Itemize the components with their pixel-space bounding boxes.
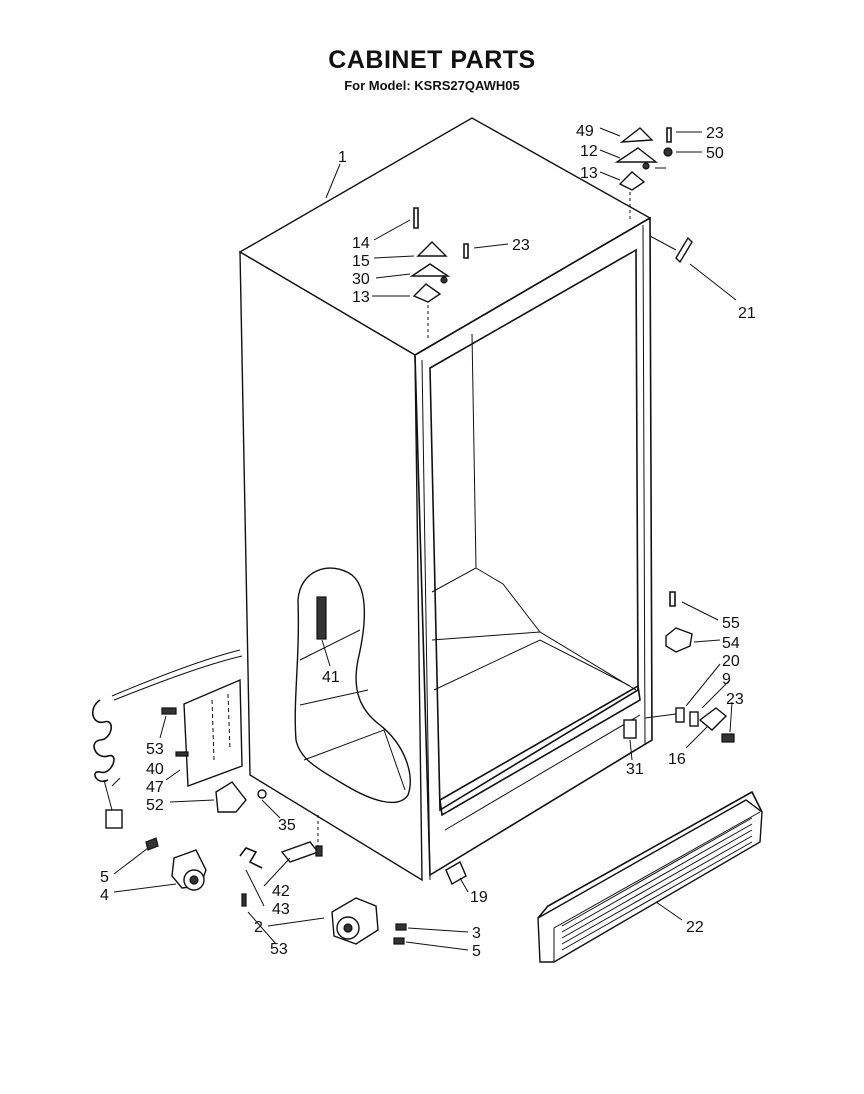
part-21	[675, 236, 693, 264]
callout: 50	[706, 145, 724, 162]
callout: 16	[668, 751, 686, 768]
callout: 40	[146, 761, 164, 778]
model-subtitle: For Model: KSRS27QAWH05	[344, 78, 520, 93]
callout: 4	[100, 887, 109, 904]
callout: 1	[338, 149, 347, 166]
leveling-parts	[239, 815, 323, 907]
callout: 53	[270, 941, 288, 958]
callout: 12	[580, 143, 598, 160]
grille-slots	[561, 817, 753, 951]
callout: 5	[472, 943, 481, 960]
callout: 15	[352, 253, 370, 270]
power-cord	[92, 649, 243, 829]
cabinet-front-frame	[414, 216, 653, 877]
callout: 30	[352, 271, 370, 288]
callout: 23	[706, 125, 724, 142]
callout: 13	[352, 289, 370, 306]
callout-numbers: 1 49 23 12 50 13 14 23 15 30 13 21 41 55…	[100, 123, 756, 960]
callout: 43	[272, 901, 290, 918]
callout: 20	[722, 653, 740, 670]
part-31	[623, 719, 637, 739]
top-center-hinge	[409, 207, 469, 338]
callout: 21	[738, 305, 756, 322]
callout: 49	[576, 123, 594, 140]
callout: 3	[472, 925, 481, 942]
callout: 53	[146, 741, 164, 758]
callout: 31	[626, 761, 644, 778]
callout: 54	[722, 635, 740, 652]
callout: 52	[146, 797, 164, 814]
left-roller	[145, 837, 207, 891]
cabinet-opening	[429, 248, 639, 812]
callout: 42	[272, 883, 290, 900]
rear-bracket	[161, 678, 243, 787]
part-19	[445, 861, 467, 885]
diagram-title: CABINET PARTS	[328, 46, 536, 74]
callout: 47	[146, 779, 164, 796]
cabinet	[238, 117, 653, 882]
callout: 14	[352, 235, 370, 252]
part-52	[215, 781, 247, 813]
callout: 19	[470, 889, 488, 906]
right-roller	[331, 897, 407, 945]
part-35	[257, 789, 267, 799]
callout: 9	[722, 671, 731, 688]
callout: 35	[278, 817, 296, 834]
callout: 2	[254, 919, 263, 936]
callout: 5	[100, 869, 109, 886]
callout: 55	[722, 615, 740, 632]
bottom-right-hinge	[623, 591, 735, 743]
callout: 13	[580, 165, 598, 182]
callout: 41	[322, 669, 340, 686]
leader-lines	[111, 127, 737, 951]
top-right-hinge	[614, 127, 673, 220]
callout: 23	[512, 237, 530, 254]
callout: 22	[686, 919, 704, 936]
part-41-foam	[316, 596, 327, 640]
toe-grille	[537, 790, 763, 963]
callout: 23	[726, 691, 744, 708]
